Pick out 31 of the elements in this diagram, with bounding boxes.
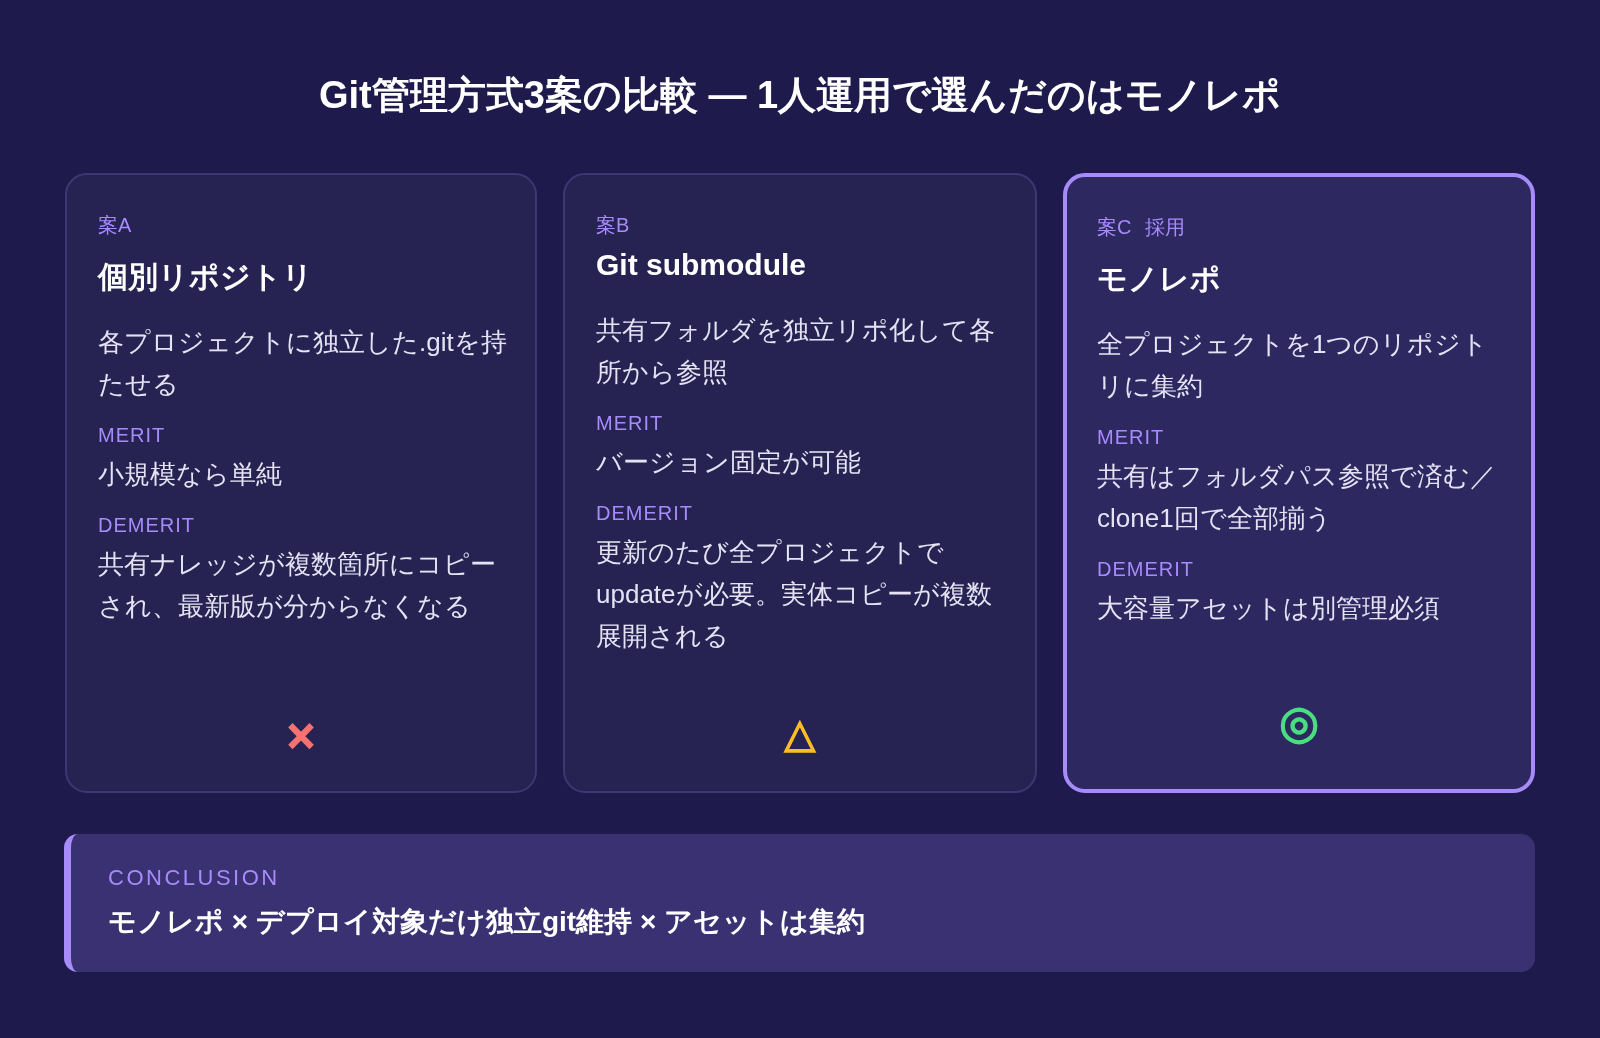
body-text: 各プロジェクトに独立した.gitを持たせる <box>98 326 508 401</box>
rating-symbol: × <box>284 715 318 755</box>
conclusion-text: モノレポ × デプロイ対象だけ独立git維持 × アセットは集約 <box>108 905 866 939</box>
section-label: DEMERIT <box>1097 557 1195 581</box>
body-text: 小規模なら単純 <box>98 458 283 491</box>
body-text: バージョン固定が可能 <box>596 446 862 479</box>
body-text: 大容量アセットは別管理必須 <box>1097 592 1441 625</box>
option-label: 案C 採用 <box>1097 215 1186 239</box>
section-label: DEMERIT <box>98 513 196 537</box>
section-label: MERIT <box>596 411 665 435</box>
card-heading: Git submodule <box>596 247 807 283</box>
option-card <box>65 173 537 793</box>
rating-symbol: △ <box>784 713 816 753</box>
conclusion-banner <box>64 834 1535 972</box>
body-text: 共有はフォルダパス参照で済む／clone1回で全部揃う <box>1097 460 1497 535</box>
option-card <box>1063 173 1535 793</box>
option-label: 案A <box>98 213 133 237</box>
option-card <box>563 173 1037 793</box>
card-heading: モノレポ <box>1097 261 1222 297</box>
body-text: 共有ナレッジが複数箇所にコピーされ、最新版が分からなくなる <box>98 548 497 623</box>
title: Git管理方式3案の比較 — 1人運用で選んだのはモノレポ <box>317 73 1283 118</box>
body-text: 更新のたび全プロジェクトでupdateが必要。実体コピーが複数展開される <box>596 536 993 653</box>
body-text: 共有フォルダを独立リポ化して各所から参照 <box>596 314 996 389</box>
card-heading: 個別リポジトリ <box>98 259 314 295</box>
section-label: DEMERIT <box>596 501 694 525</box>
section-label: MERIT <box>1097 425 1166 449</box>
section-label: MERIT <box>98 423 167 447</box>
section-label: CONCLUSION <box>108 865 280 891</box>
body-text: 全プロジェクトを1つのリポジトリに集約 <box>1097 328 1490 403</box>
rating-symbol: ◎ <box>1278 699 1320 745</box>
option-label: 案B <box>596 213 631 237</box>
